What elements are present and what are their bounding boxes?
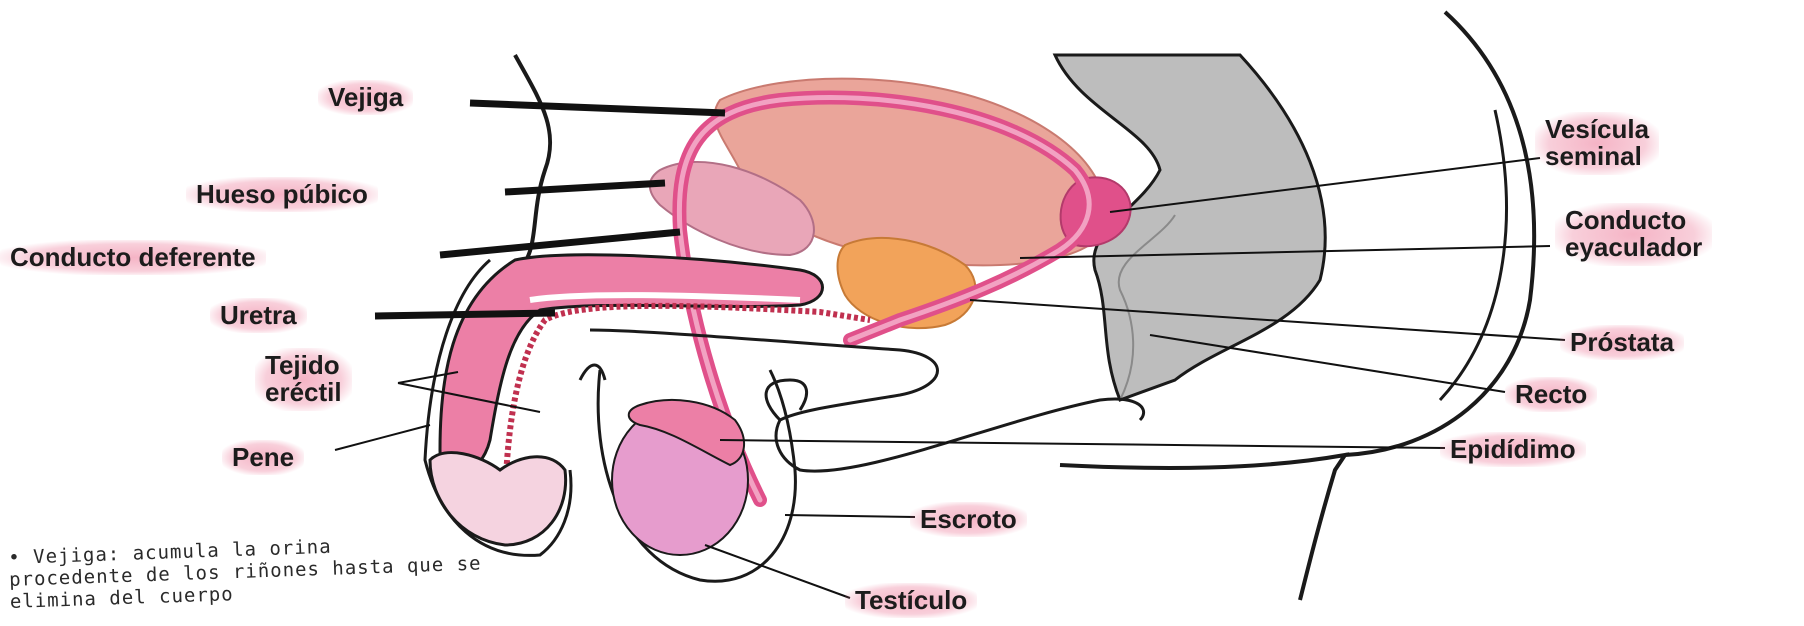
label-epididimo: Epidídimo: [1440, 432, 1586, 467]
leader-testiculo: [705, 545, 850, 598]
leader-hueso-pubico: [505, 183, 665, 192]
label-vejiga-text: Vejiga: [328, 84, 403, 111]
label-uretra-text: Uretra: [220, 302, 297, 329]
label-prostata-text: Próstata: [1570, 329, 1674, 356]
label-conducto-deferente: Conducto deferente: [0, 240, 266, 275]
label-vejiga: Vejiga: [318, 80, 413, 115]
leader-epididimo: [720, 440, 1445, 448]
label-tejido-line2: eréctil: [265, 379, 342, 406]
glans: [430, 453, 566, 545]
label-testiculo: Testículo: [845, 583, 977, 618]
label-hueso-pubico: Hueso púbico: [186, 177, 378, 212]
leader-vejiga: [470, 103, 725, 113]
label-prostata: Próstata: [1560, 325, 1684, 360]
label-vesicula-seminal: Vesícula seminal: [1535, 112, 1659, 175]
label-conducto-deferente-text: Conducto deferente: [10, 244, 256, 271]
leader-conducto-deferente: [440, 232, 680, 255]
label-escroto: Escroto: [910, 502, 1027, 537]
label-tejido-line1: Tejido: [265, 352, 342, 379]
inner-back-contour: [1440, 110, 1506, 400]
label-hueso-pubico-text: Hueso púbico: [196, 181, 368, 208]
abdomen-contour: [515, 55, 550, 270]
label-vesicula-line2: seminal: [1545, 143, 1649, 170]
label-escroto-text: Escroto: [920, 506, 1017, 533]
label-tejido-erectil: Tejido eréctil: [255, 348, 352, 411]
label-uretra: Uretra: [210, 298, 307, 333]
label-vesicula-line1: Vesícula: [1545, 116, 1649, 143]
scrotum-inner: [580, 365, 605, 380]
label-testiculo-text: Testículo: [855, 587, 967, 614]
label-conducto-eyaculador: Conducto eyaculador: [1555, 203, 1712, 266]
buttock-contour: [1060, 455, 1345, 600]
label-epididimo-text: Epidídimo: [1450, 436, 1576, 463]
label-recto-text: Recto: [1515, 381, 1587, 408]
leader-pene: [335, 425, 430, 450]
label-conducto-eyac-line2: eyaculador: [1565, 234, 1702, 261]
label-pene: Pene: [222, 440, 304, 475]
label-pene-text: Pene: [232, 444, 294, 471]
leader-escroto: [785, 515, 915, 517]
label-recto: Recto: [1505, 377, 1597, 412]
label-conducto-eyac-line1: Conducto: [1565, 207, 1702, 234]
leader-uretra: [375, 313, 555, 316]
